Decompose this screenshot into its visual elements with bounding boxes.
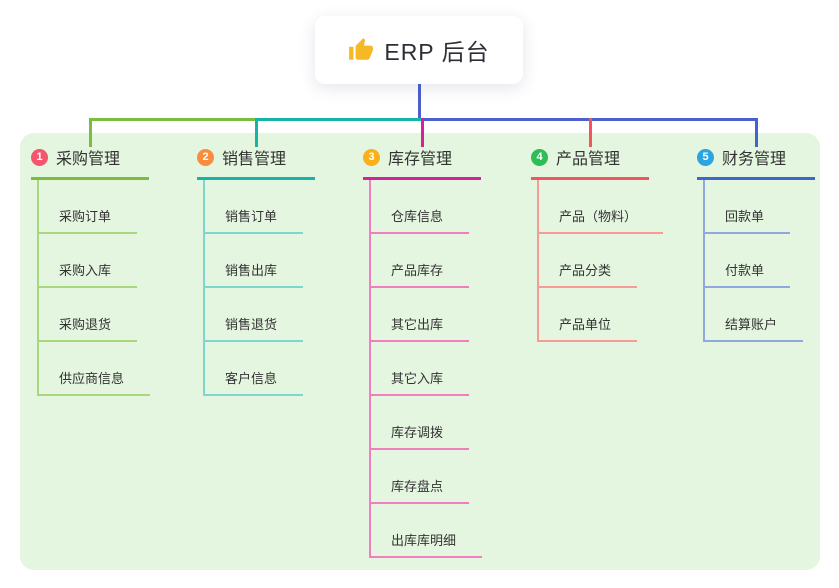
branch-number-badge: 3 [363, 148, 380, 166]
child-node-label: 采购订单 [39, 206, 138, 234]
root-title: ERP 后台 [384, 39, 490, 65]
branch-drop-2 [255, 118, 258, 147]
child-node-label: 回款单 [705, 206, 791, 234]
branch-children: 采购订单采购入库采购退货供应商信息 [37, 180, 151, 396]
child-node-label: 产品库存 [371, 260, 470, 288]
branch-node-2[interactable]: 2 销售管理 [197, 145, 315, 180]
child-node[interactable]: 采购订单 [39, 180, 150, 234]
thumbs-up-icon [349, 38, 374, 60]
child-node-label: 产品单位 [539, 314, 638, 342]
child-node-label: 销售订单 [205, 206, 304, 234]
child-node[interactable]: 产品（物料） [539, 180, 664, 234]
branch-children: 仓库信息产品库存其它出库其它入库库存调拨库存盘点出库库明细 [369, 180, 483, 558]
child-node-label: 采购退货 [39, 314, 138, 342]
branch-1: 1 采购管理采购订单采购入库采购退货供应商信息 [31, 145, 151, 396]
child-node[interactable]: 供应商信息 [39, 342, 151, 396]
branch-title: 库存管理 [388, 151, 453, 168]
branch-node-3[interactable]: 3 库存管理 [363, 145, 481, 180]
child-node[interactable]: 仓库信息 [371, 180, 482, 234]
child-node-label: 库存调拨 [371, 422, 470, 450]
branch-number-badge: 5 [697, 148, 714, 166]
child-node[interactable]: 产品库存 [371, 234, 482, 288]
root-stem-line [418, 84, 421, 118]
root-node[interactable]: ERP 后台 [315, 16, 523, 84]
branch-drop-5 [755, 118, 758, 147]
branch-3: 3 库存管理仓库信息产品库存其它出库其它入库库存调拨库存盘点出库库明细 [363, 145, 483, 558]
child-node-label: 销售退货 [205, 314, 304, 342]
branch-title: 产品管理 [556, 151, 621, 168]
child-node[interactable]: 库存调拨 [371, 396, 482, 450]
child-node[interactable]: 客户信息 [205, 342, 315, 396]
child-node-label: 客户信息 [205, 368, 304, 396]
rail-segment-1 [89, 118, 255, 121]
branch-children: 销售订单销售出库销售退货客户信息 [203, 180, 315, 396]
branch-number-badge: 4 [531, 148, 548, 166]
branch-children: 产品（物料） 产品分类产品单位 [537, 180, 664, 342]
child-node-label: 采购入库 [39, 260, 138, 288]
branch-node-1[interactable]: 1 采购管理 [31, 145, 149, 180]
child-node-label: 供应商信息 [39, 368, 151, 396]
branch-node-4[interactable]: 4 产品管理 [531, 145, 649, 180]
child-node[interactable]: 采购退货 [39, 288, 150, 342]
child-node-label: 付款单 [705, 260, 791, 288]
thumbs-up-path [349, 38, 374, 60]
child-node-label: 库存盘点 [371, 476, 470, 504]
branch-node-5[interactable]: 5 财务管理 [697, 145, 815, 180]
branch-5: 5 财务管理回款单付款单结算账户 [697, 145, 815, 342]
child-node-label: 结算账户 [705, 314, 804, 342]
child-node[interactable]: 库存盘点 [371, 450, 482, 504]
mindmap-panel [20, 133, 820, 570]
branch-title: 销售管理 [222, 151, 287, 168]
branch-drop-4 [589, 118, 592, 147]
child-node[interactable]: 回款单 [705, 180, 815, 234]
rail-segment-2 [255, 118, 421, 121]
child-node[interactable]: 出库库明细 [371, 504, 483, 558]
child-node-label: 其它出库 [371, 314, 470, 342]
branch-drop-1 [89, 118, 92, 147]
branch-number-badge: 1 [31, 148, 48, 166]
child-node-label: 产品（物料） [539, 206, 664, 234]
child-node-label: 出库库明细 [371, 530, 483, 558]
child-node[interactable]: 结算账户 [705, 288, 815, 342]
child-node-label: 仓库信息 [371, 206, 470, 234]
child-node-label: 产品分类 [539, 260, 638, 288]
child-node-label: 销售出库 [205, 260, 304, 288]
child-node[interactable]: 销售订单 [205, 180, 315, 234]
child-node[interactable]: 采购入库 [39, 234, 150, 288]
child-node[interactable]: 产品单位 [539, 288, 663, 342]
child-node[interactable]: 销售出库 [205, 234, 315, 288]
branch-2: 2 销售管理销售订单销售出库销售退货客户信息 [197, 145, 315, 396]
child-node[interactable]: 付款单 [705, 234, 815, 288]
branch-drop-3 [421, 118, 424, 147]
child-node[interactable]: 其它入库 [371, 342, 482, 396]
child-node[interactable]: 销售退货 [205, 288, 315, 342]
branch-4: 4 产品管理产品（物料） 产品分类产品单位 [531, 145, 664, 342]
child-node-label: 其它入库 [371, 368, 470, 396]
child-node[interactable]: 其它出库 [371, 288, 482, 342]
child-node[interactable]: 产品分类 [539, 234, 663, 288]
branch-number-badge: 2 [197, 148, 214, 166]
branch-title: 财务管理 [722, 151, 787, 168]
branch-title: 采购管理 [56, 151, 121, 168]
branch-children: 回款单付款单结算账户 [703, 180, 815, 342]
